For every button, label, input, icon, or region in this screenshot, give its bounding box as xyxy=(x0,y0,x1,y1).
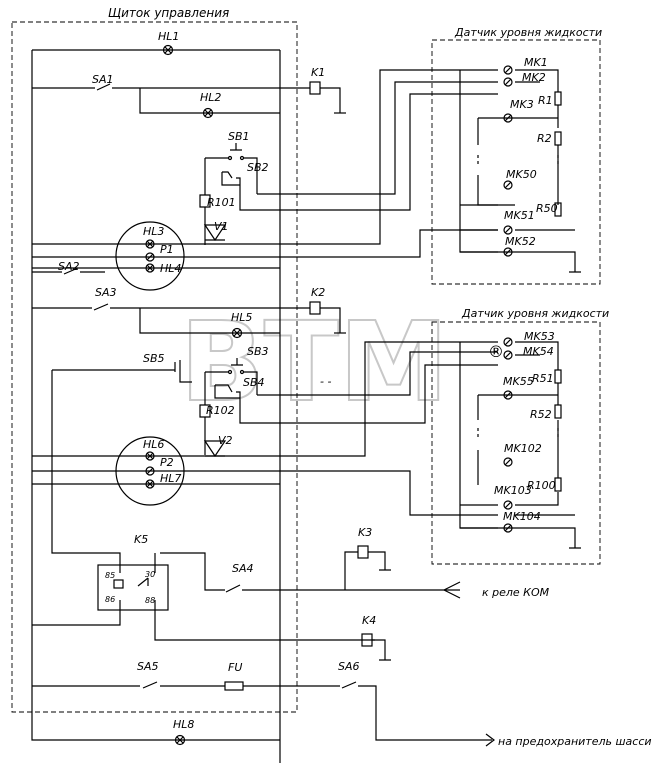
relay-k2 xyxy=(309,301,321,315)
label-r100: R100 xyxy=(527,479,556,492)
label-to-chassis-fuse: на предохранитель шасси xyxy=(498,735,652,748)
label-sa5: SA5 xyxy=(137,660,159,673)
label-mk103: MK103 xyxy=(494,484,532,497)
label-r102: R102 xyxy=(206,404,235,417)
indicator-hl3-p1-hl4 xyxy=(32,221,280,291)
wire-k3 xyxy=(344,551,391,590)
label-r50: R50 xyxy=(536,202,558,215)
label-sb2: SB2 xyxy=(247,161,269,174)
relay-k3 xyxy=(357,545,369,559)
wire-k4-ground xyxy=(372,639,391,661)
lamp-hl5 xyxy=(231,327,243,339)
label-k5-30: 30 xyxy=(145,570,155,579)
label-mk51: MK51 xyxy=(504,209,535,222)
label-hl7: HL7 xyxy=(160,472,181,485)
label-k5: K5 xyxy=(134,533,148,546)
buttons-sb3-sb4 xyxy=(199,351,498,455)
label-p1: P1 xyxy=(160,243,174,256)
relay-k1 xyxy=(309,81,321,95)
label-sa3: SA3 xyxy=(95,286,117,299)
label-mk102: MK102 xyxy=(504,442,542,455)
main-wiring xyxy=(31,49,480,763)
label-hl2: HL2 xyxy=(200,91,221,104)
label-hl3: HL3 xyxy=(143,225,164,238)
control-panel-border xyxy=(11,21,298,713)
label-to-kom: к реле КОМ xyxy=(482,586,550,599)
label-mk54: MK54 xyxy=(523,345,554,358)
indicator-hl6-p2-hl7 xyxy=(32,436,280,506)
switch-sb5 xyxy=(52,360,192,383)
arrow-to-kom xyxy=(442,581,461,599)
label-hl5: HL5 xyxy=(231,311,252,324)
label-mk3: MK3 xyxy=(510,98,534,111)
label-hl1: HL1 xyxy=(158,30,179,43)
label-sb3: SB3 xyxy=(247,345,269,358)
label-hl4: HL4 xyxy=(160,262,181,275)
diode-v1 xyxy=(203,224,227,242)
label-sb5: SB5 xyxy=(143,352,165,365)
label-r52: R52 xyxy=(530,408,552,421)
label-k3: K3 xyxy=(358,526,372,539)
label-k2: K2 xyxy=(311,286,325,299)
lamp-hl8 xyxy=(174,734,186,746)
label-sa6: SA6 xyxy=(338,660,360,673)
sensor2-border xyxy=(431,321,601,565)
wire-sensor1-top xyxy=(280,69,498,245)
label-k5-86: 86 xyxy=(105,595,115,604)
sensor1-title: Датчик уровня жидкости xyxy=(454,26,602,39)
label-mk55: MK55 xyxy=(503,375,534,388)
label-p2: P2 xyxy=(160,456,174,469)
label-k5-85: 85 xyxy=(105,571,115,580)
fuse-fu xyxy=(224,681,244,691)
label-mk53: MK53 xyxy=(524,330,555,343)
label-r51: R51 xyxy=(532,372,554,385)
sensor2-title: Датчик уровня жидкости xyxy=(461,307,609,320)
label-sb1: SB1 xyxy=(228,130,250,143)
label-v1: V1 xyxy=(214,220,229,233)
sensor1-border xyxy=(431,39,601,285)
label-mk52: MK52 xyxy=(505,235,536,248)
label-hl8: HL8 xyxy=(173,718,194,731)
label-r2: R2 xyxy=(537,132,552,145)
label-sa2: SA2 xyxy=(58,260,80,273)
label-fu: FU xyxy=(228,661,242,674)
buttons-sb1-sb2 xyxy=(199,81,498,245)
wire-sb5-k5 xyxy=(51,370,121,573)
lamp-hl2 xyxy=(202,107,214,119)
label-k5-88: 88 xyxy=(145,596,155,605)
lamp-hl1 xyxy=(162,44,174,56)
label-k4: K4 xyxy=(362,614,376,627)
label-sa4: SA4 xyxy=(232,562,254,575)
relay-k5 xyxy=(32,552,460,641)
arrow-to-chassis xyxy=(480,733,495,747)
sensor2-internals xyxy=(459,337,581,549)
watermark: BTM ® xyxy=(179,297,504,427)
label-v2: V2 xyxy=(218,434,233,447)
label-r1: R1 xyxy=(538,94,553,107)
label-hl6: HL6 xyxy=(143,438,164,451)
label-mk1: MK1 xyxy=(524,56,548,69)
sensor1-internals xyxy=(459,65,581,273)
wire-sensor2-mk104 xyxy=(280,470,498,516)
dash-mark: - - xyxy=(320,375,331,388)
label-mk50: MK50 xyxy=(506,168,537,181)
label-mk104: MK104 xyxy=(503,510,541,523)
watermark-text: BTM xyxy=(180,298,448,426)
label-k1: K1 xyxy=(311,66,325,79)
label-sa1: SA1 xyxy=(92,73,114,86)
label-sb4: SB4 xyxy=(243,376,265,389)
label-r101: R101 xyxy=(207,196,236,209)
wire-sensor1-mk52 xyxy=(280,229,498,258)
label-mk2: MK2 xyxy=(522,71,546,84)
control-panel-title: Щиток управления xyxy=(108,6,229,20)
wire-sensor2-top xyxy=(280,341,498,457)
